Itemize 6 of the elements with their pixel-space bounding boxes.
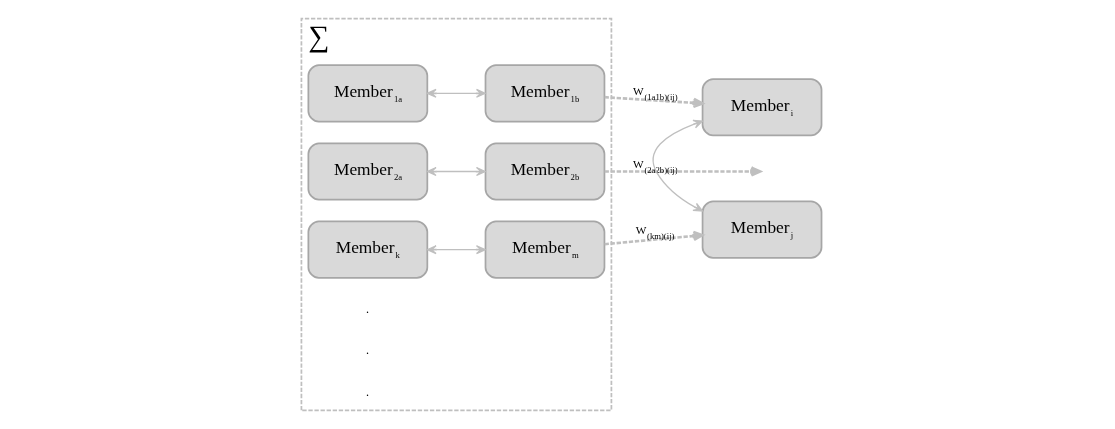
label: . [365, 385, 369, 400]
label: . [365, 301, 369, 316]
edge-label: W$_{(2a2b)(ij)}$ [632, 157, 678, 175]
edge-label: W$_{(km)(ij)}$ [635, 224, 674, 242]
edge-label: W$_{(1a1b)(ij)}$ [632, 85, 678, 103]
label: . [365, 343, 369, 358]
